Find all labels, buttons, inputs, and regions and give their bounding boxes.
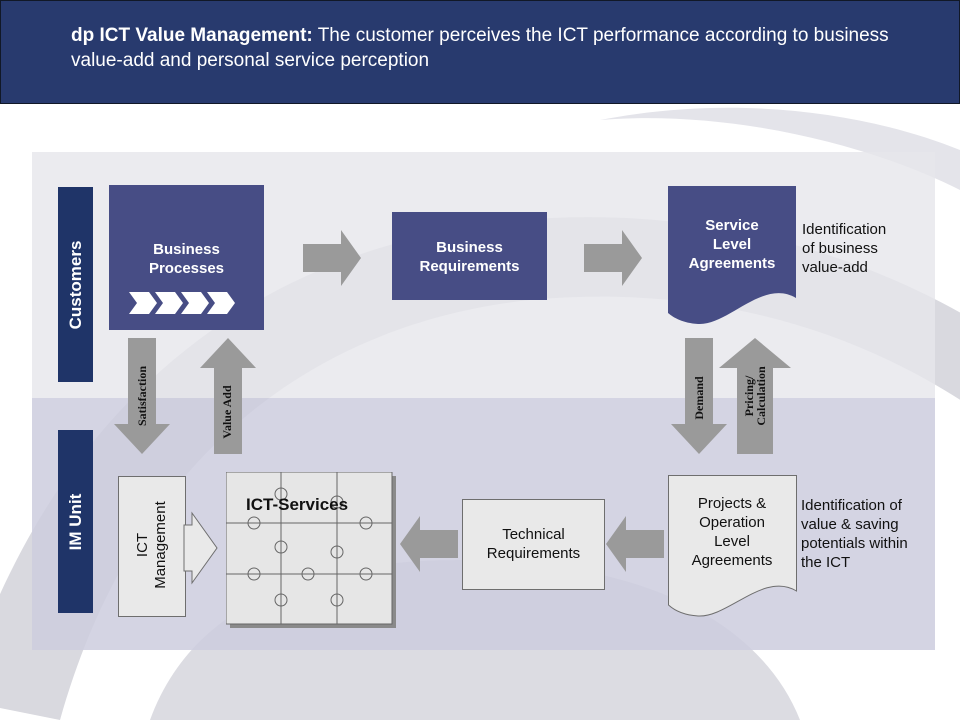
title-bold: dp ICT Value Management: <box>71 25 313 46</box>
page-title: dp ICT Value Management: The customer pe… <box>71 23 931 73</box>
ict-management-line2: Management <box>152 501 169 589</box>
ict-services-puzzle <box>226 472 396 628</box>
technical-requirements-line2: Requirements <box>486 545 581 562</box>
im-unit-band-label: IM Unit <box>65 493 85 550</box>
process-chevrons-icon <box>129 292 235 314</box>
note-value-saving: Identification of value & saving potenti… <box>801 496 908 572</box>
projects-ola-line2: Operation <box>699 514 765 531</box>
ict-management-arrow <box>183 511 218 585</box>
projects-ola-label: Projects & Operation Level Agreements <box>668 494 796 570</box>
business-requirements-box: Business Requirements <box>392 212 547 300</box>
note-value-saving-line1: Identification of <box>801 497 902 514</box>
projects-ola-line3: Level <box>714 533 750 550</box>
customers-band: Customers <box>58 187 93 382</box>
arrow-to-ict-services <box>400 516 458 572</box>
satisfaction-arrow <box>114 338 170 454</box>
ict-management-box <box>118 476 186 617</box>
arrow-to-business-requirements <box>303 230 361 286</box>
sla-line1: Service <box>705 217 759 234</box>
satisfaction-label: Satisfaction <box>135 366 149 426</box>
sla-line3: Agreements <box>688 255 776 272</box>
projects-ola-line1: Projects & <box>697 495 767 512</box>
technical-requirements-line1: Technical <box>502 526 565 543</box>
note-business-value-line3: value-add <box>802 259 868 276</box>
projects-ola-line4: Agreements <box>691 552 773 569</box>
service-level-agreements-shape <box>668 186 796 325</box>
business-requirements-line2: Requirements <box>419 258 520 275</box>
header-banner: dp ICT Value Management: The customer pe… <box>0 0 960 104</box>
service-level-agreements-label: Service Level Agreements <box>668 216 796 273</box>
im-unit-band: IM Unit <box>58 430 93 613</box>
business-processes-box: Business Processes <box>109 185 264 330</box>
ict-services-label: ICT-Services <box>246 495 349 514</box>
pricing-calculation-arrow <box>719 338 791 454</box>
customers-band-label: Customers <box>65 240 85 329</box>
pricing-line2: Calculation <box>754 366 768 426</box>
business-processes-line2: Processes <box>148 260 225 277</box>
demand-arrow <box>671 338 727 454</box>
pricing-calculation-label: Pricing/ Calculation <box>742 366 768 426</box>
business-processes-line1: Business <box>153 241 220 258</box>
note-business-value-line2: of business <box>802 240 878 257</box>
demand-label: Demand <box>692 376 706 420</box>
note-business-value: Identification of business value-add <box>802 220 886 277</box>
business-requirements-line1: Business <box>436 239 503 256</box>
title-rest: The customer perceives the ICT performan… <box>71 25 889 71</box>
value-add-arrow <box>200 338 256 454</box>
ict-management-line1: ICT <box>134 532 151 558</box>
sla-line2: Level <box>712 236 752 253</box>
arrow-to-service-level-agreements <box>584 230 642 286</box>
value-add-label: Value Add <box>220 385 234 439</box>
projects-ola-shape <box>668 475 797 617</box>
ict-management-label: ICT Management <box>134 501 170 589</box>
note-business-value-line1: Identification <box>802 221 887 238</box>
note-value-saving-line4: the ICT <box>801 554 851 571</box>
note-value-saving-line3: potentials within <box>801 535 908 552</box>
arrow-to-technical-requirements <box>606 516 664 572</box>
technical-requirements-box: Technical Requirements <box>462 499 605 590</box>
note-value-saving-line2: value & saving <box>801 516 899 533</box>
